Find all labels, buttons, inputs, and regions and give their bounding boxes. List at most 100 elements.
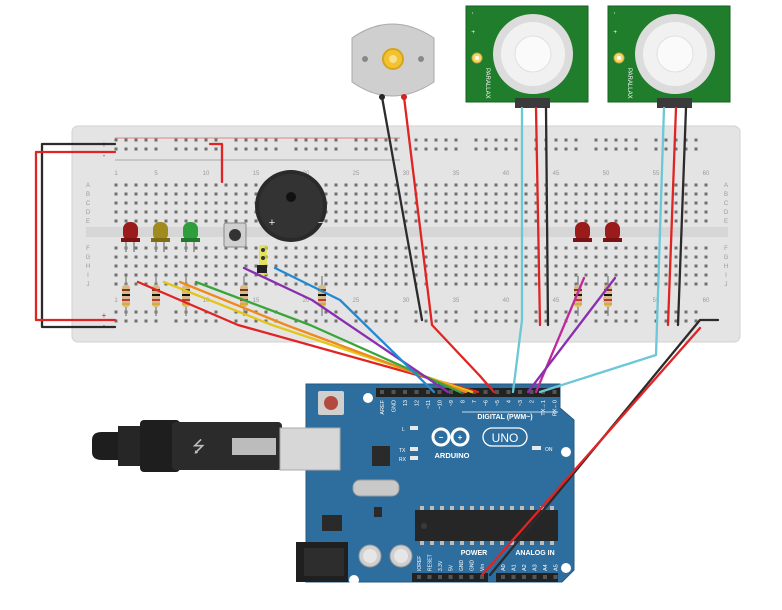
hole[interactable] [634,192,638,196]
header-pin[interactable] [552,390,557,394]
hole[interactable] [514,246,518,250]
hole[interactable] [454,264,458,268]
hole[interactable] [484,264,488,268]
hole[interactable] [224,183,228,187]
hole[interactable] [284,282,288,286]
hole[interactable] [644,282,648,286]
rail-hole[interactable] [444,138,448,142]
hole[interactable] [194,273,198,277]
rail-hole[interactable] [604,138,608,142]
hole[interactable] [384,183,388,187]
hole[interactable] [694,183,698,187]
rail-hole[interactable] [354,147,358,151]
hole[interactable] [494,219,498,223]
hole[interactable] [614,255,618,259]
rail-hole[interactable] [244,319,248,323]
hole[interactable] [674,255,678,259]
hole[interactable] [704,255,708,259]
hole[interactable] [614,219,618,223]
rail-hole[interactable] [684,138,688,142]
header-pin[interactable] [391,390,396,394]
hole[interactable] [694,219,698,223]
hole[interactable] [404,282,408,286]
hole[interactable] [444,282,448,286]
hole[interactable] [654,210,658,214]
hole[interactable] [474,273,478,277]
hole[interactable] [334,219,338,223]
hole[interactable] [674,192,678,196]
hole[interactable] [114,273,118,277]
hole[interactable] [614,201,618,205]
hole[interactable] [644,183,648,187]
rail-hole[interactable] [264,147,268,151]
hole[interactable] [244,273,248,277]
rail-hole[interactable] [654,310,658,314]
hole[interactable] [654,183,658,187]
hole[interactable] [194,183,198,187]
hole[interactable] [644,210,648,214]
hole[interactable] [544,273,548,277]
hole[interactable] [164,246,168,250]
hole[interactable] [194,210,198,214]
resistor[interactable] [122,276,130,316]
hole[interactable] [214,255,218,259]
hole[interactable] [674,273,678,277]
rail-hole[interactable] [424,310,428,314]
hole[interactable] [334,273,338,277]
hole[interactable] [224,201,228,205]
rail-hole[interactable] [154,319,158,323]
rail-hole[interactable] [454,138,458,142]
wire-red-jumper[interactable] [208,142,224,184]
rail-hole[interactable] [354,138,358,142]
hole[interactable] [594,183,598,187]
hole[interactable] [354,273,358,277]
hole[interactable] [434,219,438,223]
hole[interactable] [474,183,478,187]
hole[interactable] [604,210,608,214]
rail-hole[interactable] [204,319,208,323]
hole[interactable] [694,192,698,196]
rail-hole[interactable] [414,138,418,142]
rail-hole[interactable] [354,310,358,314]
rail-hole[interactable] [374,319,378,323]
hole[interactable] [214,192,218,196]
hole[interactable] [424,246,428,250]
hole[interactable] [224,255,228,259]
hole[interactable] [554,183,558,187]
hole[interactable] [204,219,208,223]
rail-hole[interactable] [504,138,508,142]
hole[interactable] [494,246,498,250]
hole[interactable] [434,210,438,214]
header-pin[interactable] [501,575,505,579]
rail-hole[interactable] [514,319,518,323]
header-pin[interactable] [469,575,474,579]
hole[interactable] [454,255,458,259]
wire-arduino-5v[interactable] [480,326,702,577]
hole[interactable] [324,219,328,223]
rail-hole[interactable] [274,138,278,142]
hole[interactable] [154,201,158,205]
rail-hole[interactable] [554,147,558,151]
hole[interactable] [594,255,598,259]
hole[interactable] [404,192,408,196]
hole[interactable] [554,255,558,259]
hole[interactable] [204,210,208,214]
hole[interactable] [414,219,418,223]
hole[interactable] [294,273,298,277]
hole[interactable] [254,219,258,223]
hole[interactable] [694,282,698,286]
hole[interactable] [584,201,588,205]
hole[interactable] [604,264,608,268]
hole[interactable] [504,255,508,259]
rail-hole[interactable] [324,147,328,151]
hole[interactable] [574,255,578,259]
hole[interactable] [474,264,478,268]
hole[interactable] [554,273,558,277]
hole[interactable] [194,219,198,223]
hole[interactable] [214,183,218,187]
hole[interactable] [504,192,508,196]
rail-hole[interactable] [484,319,488,323]
hole[interactable] [344,201,348,205]
hole[interactable] [694,201,698,205]
rail-hole[interactable] [434,147,438,151]
